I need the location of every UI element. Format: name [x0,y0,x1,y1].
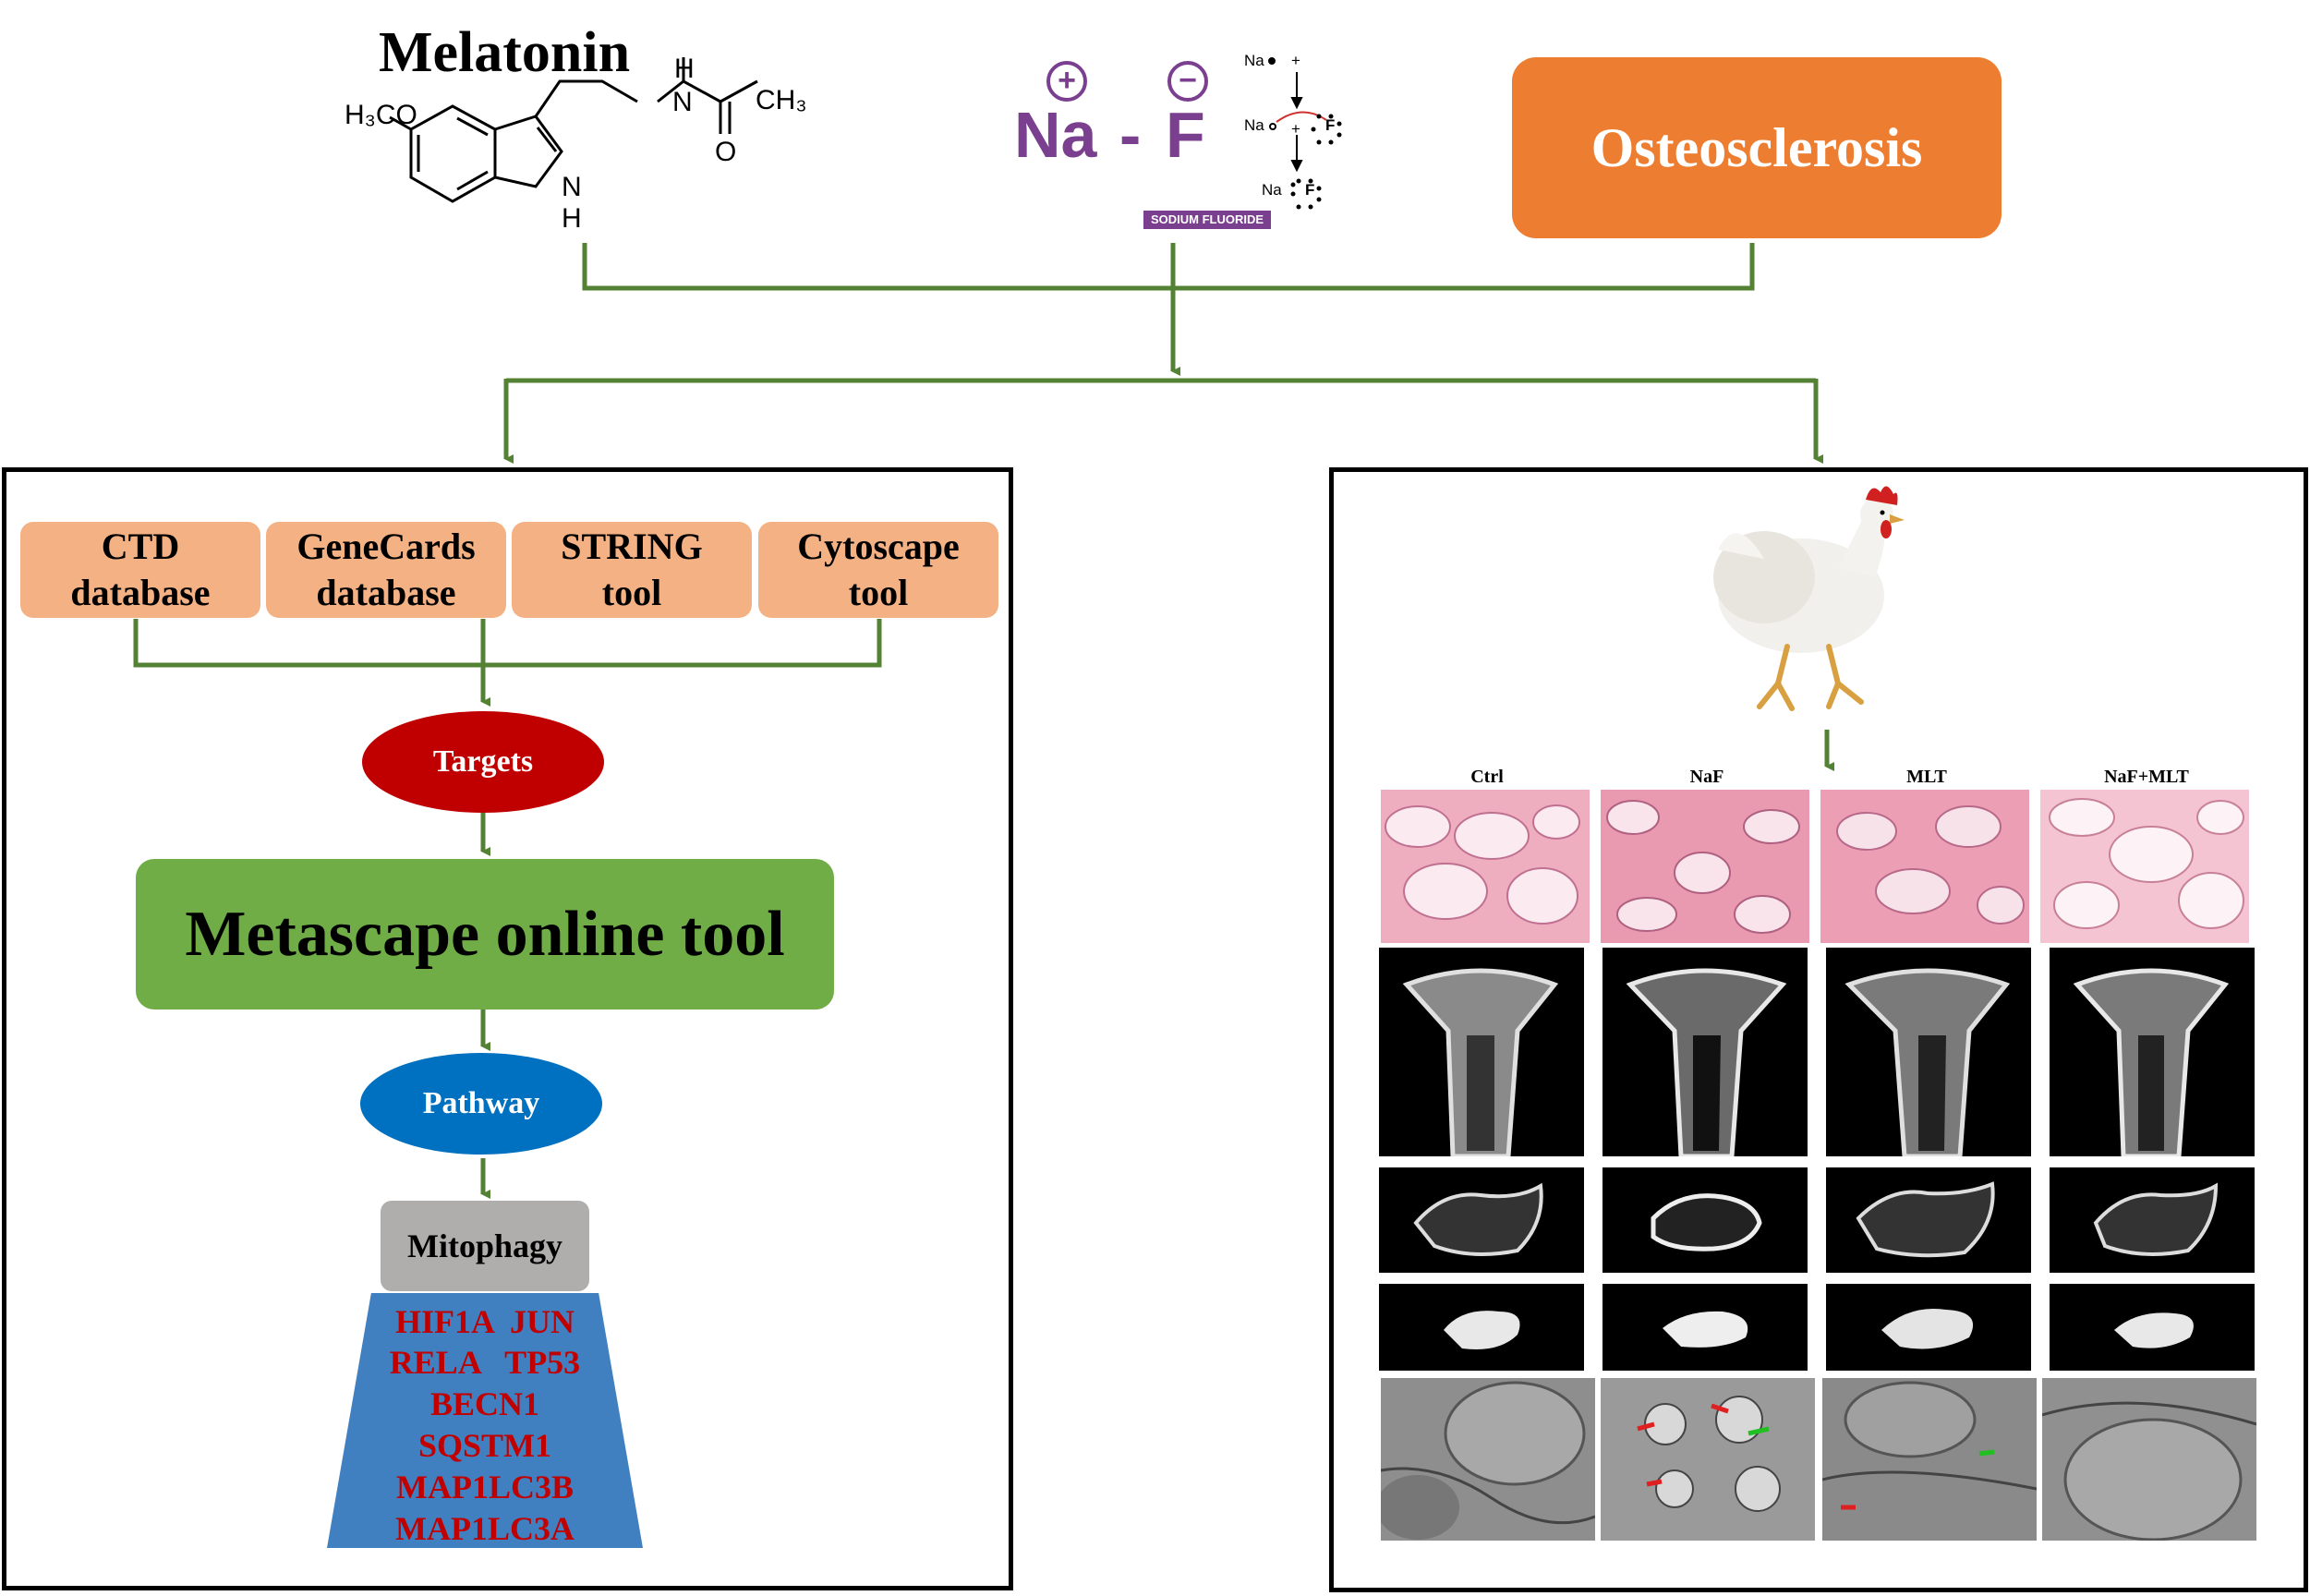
scheme-plus-2: + [1291,120,1300,138]
db-box-ctd: CTD database [20,522,260,618]
group-label-ctrl: Ctrl [1470,767,1504,787]
gene-row-4: SQSTM1 [417,1427,552,1464]
gene-row-5: MAP1LC3B [396,1469,574,1505]
microct-long-ctrl [1379,948,1584,1156]
db-box-genecards: GeneCards database [266,522,506,618]
melatonin-ring-h: H [562,203,582,234]
db-string-line2: tool [601,572,662,613]
osteosclerosis-label: Osteosclerosis [1590,116,1923,178]
microct-long-naf-mlt [2050,948,2255,1156]
ionic-scheme-arrows [1268,57,1342,210]
left-panel [2,467,1013,1590]
microct-cross-naf-mlt [2050,1167,2255,1273]
db-cytoscape-line1: Cytoscape [797,526,960,567]
gene-row-3: BECN1 [429,1385,540,1422]
melatonin-ring-n: N [562,172,582,202]
gene-trapezoid [327,1293,643,1548]
melatonin-methyl: CH₃ [756,85,807,115]
metascape-box: Metascape online tool [136,859,834,1010]
gene-list: HIF1A JUN RELA TP53 BECN1 SQSTM1 MAP1LC3… [327,1302,643,1552]
db-box-cytoscape: Cytoscape tool [758,522,998,618]
microct-long-naf [1602,948,1808,1156]
histology-mlt [1820,790,2029,943]
tem-naf [1601,1378,1815,1541]
microct-3d-ctrl [1379,1284,1584,1371]
scheme-na-1: Na [1244,52,1264,69]
group-label-mlt: MLT [1906,767,1947,787]
microct-3d-naf-mlt [2050,1284,2255,1371]
naf-dash: - [1119,99,1142,171]
db-genecards-line1: GeneCards [296,526,476,567]
microct-3d-naf [1602,1284,1808,1371]
targets-label: Targets [432,744,534,779]
pathway-label: Pathway [422,1086,540,1120]
db-genecards-line2: database [316,572,456,613]
melatonin-oxygen: O [715,137,737,167]
microct-cross-naf [1602,1167,1808,1273]
melatonin-methoxy: H₃CO [345,100,417,130]
microct-cross-ctrl [1379,1167,1584,1273]
tem-naf-mlt [2042,1378,2256,1541]
scheme-na-2: Na [1244,116,1264,134]
pathway-ellipse: Pathway [360,1053,602,1155]
scheme-f-2: F [1325,116,1336,134]
group-label-naf-mlt: NaF+MLT [2104,767,2189,787]
db-string-line1: STRING [561,526,703,567]
tem-ctrl [1381,1378,1595,1541]
melatonin-title: Melatonin [379,21,631,84]
group-label-naf: NaF [1689,767,1724,787]
melatonin-amide-h: H [674,54,695,84]
mitophagy-box: Mitophagy [381,1201,589,1291]
naf-caption: SODIUM FLUORIDE [1143,211,1271,229]
db-cytoscape-line2: tool [848,572,909,613]
gene-row-2: RELA TP53 [389,1344,581,1381]
metascape-label: Metascape online tool [185,898,785,970]
db-ctd-line1: CTD [101,526,180,567]
chicken-icon [1713,486,1905,711]
targets-ellipse: Targets [362,711,604,813]
mitophagy-label: Mitophagy [406,1227,562,1264]
db-box-string: STRING tool [512,522,752,618]
tem-mlt [1822,1378,2037,1541]
db-ctd-line2: database [70,572,211,613]
histology-naf [1601,790,1809,943]
microct-long-mlt [1826,948,2031,1156]
naf-minus-charge: − [1167,61,1208,102]
microct-3d-mlt [1826,1284,2031,1371]
osteosclerosis-box: Osteosclerosis [1512,57,2002,238]
melatonin-amide-n: N [672,87,693,117]
naf-plus-charge: + [1046,61,1087,102]
microct-cross-mlt [1826,1167,2031,1273]
naf-fluorine: F [1166,99,1205,171]
histology-naf-mlt [2040,790,2249,943]
naf-sodium: Na [1014,99,1097,171]
right-panel [1329,467,2308,1592]
melatonin-structure [389,57,758,203]
scheme-f-3: F [1305,181,1315,199]
histology-ctrl [1381,790,1590,943]
scheme-na-3: Na [1262,181,1282,199]
gene-row-6: MAP1LC3A [395,1510,574,1547]
gene-row-1: HIF1A JUN [394,1303,574,1340]
scheme-plus-1: + [1291,52,1300,69]
